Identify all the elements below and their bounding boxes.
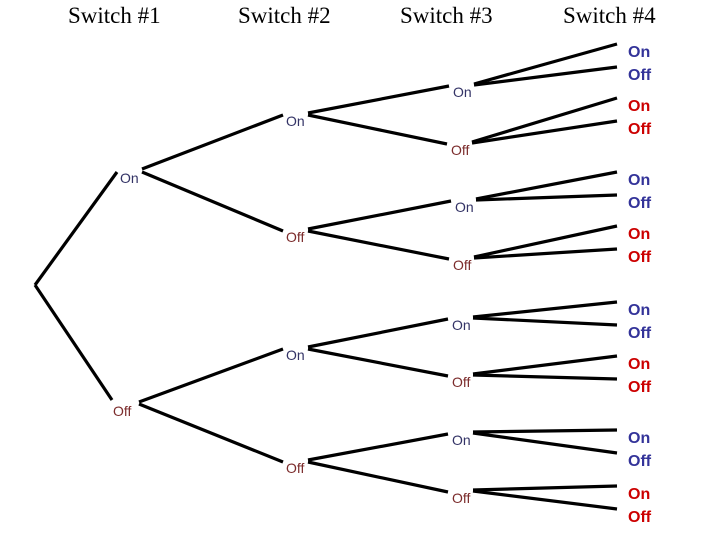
node-label-switch2-on: On (286, 113, 305, 129)
tree-edge (307, 317, 449, 349)
tree-edge (307, 347, 449, 378)
node-label-switch4-on: On (628, 226, 651, 243)
column-header-switch-4: Switch #4 (563, 3, 656, 28)
tree-edge (473, 65, 618, 87)
node-label-switch3-off: Off (453, 257, 472, 273)
tree-edge (472, 431, 618, 455)
tree-edge (473, 247, 618, 260)
node-label-switch2-off: Off (286, 460, 305, 476)
node-label-switch4-on: On (628, 486, 651, 503)
tree-edge (473, 42, 618, 86)
node-label-switch2-on: On (286, 347, 305, 363)
node-label-switch3-on: On (452, 317, 471, 333)
node-label-switch4-on: On (628, 98, 651, 115)
tree-edge (138, 347, 284, 404)
tree-edge (472, 489, 618, 511)
node-label-switch1-off: Off (113, 403, 132, 419)
tree-edge (141, 170, 284, 233)
tree-edge (471, 119, 618, 145)
node-label-switch1-on: On (120, 170, 139, 186)
node-label-switch4-on: On (628, 172, 651, 189)
column-header-switch-2: Switch #2 (238, 3, 331, 28)
tree-edge (475, 193, 618, 202)
column-header-switch-1: Switch #1 (68, 3, 161, 28)
tree-edge (307, 460, 449, 494)
node-label-switch3-off: Off (452, 490, 471, 506)
tree-edge (472, 354, 618, 376)
node-label-switch2-off: Off (286, 229, 305, 245)
tree-edge (472, 316, 618, 327)
node-label-switch4-off: Off (628, 379, 652, 396)
tree-edge (307, 199, 452, 231)
tree-edge (472, 300, 618, 319)
node-label-switch4-off: Off (628, 453, 652, 470)
column-header-switch-3: Switch #3 (400, 3, 493, 28)
node-label-switch4-off: Off (628, 121, 652, 138)
node-label-switch4-off: Off (628, 325, 652, 342)
node-label-switch3-on: On (453, 84, 472, 100)
tree-edge (307, 113, 448, 146)
node-label-switch4-off: Off (628, 249, 652, 266)
tree-edge (472, 428, 618, 434)
tree-edge (307, 432, 449, 462)
node-label-switch4-on: On (628, 44, 651, 61)
tree-edge (141, 113, 284, 171)
node-label-switch4-on: On (628, 356, 651, 373)
node-label-switch3-on: On (455, 199, 474, 215)
node-label-switch4-on: On (628, 302, 651, 319)
tree-edge (307, 84, 450, 115)
node-label-switch4-off: Off (628, 509, 652, 526)
tree-edge (33, 284, 114, 401)
node-label-switch3-on: On (452, 432, 471, 448)
tree-edge (33, 171, 119, 286)
node-label-switch4-off: Off (628, 195, 652, 212)
tree-edge (471, 96, 618, 144)
tree-edge (472, 484, 618, 492)
node-label-switch4-off: Off (628, 67, 652, 84)
tree-edge (307, 229, 450, 261)
tree-edge (473, 224, 618, 259)
node-label-switch3-off: Off (451, 142, 470, 158)
tree-edge (472, 373, 618, 381)
tree-edge (475, 170, 618, 201)
tree-edge (138, 402, 284, 464)
node-label-switch3-off: Off (452, 374, 471, 390)
node-label-switch4-on: On (628, 430, 651, 447)
